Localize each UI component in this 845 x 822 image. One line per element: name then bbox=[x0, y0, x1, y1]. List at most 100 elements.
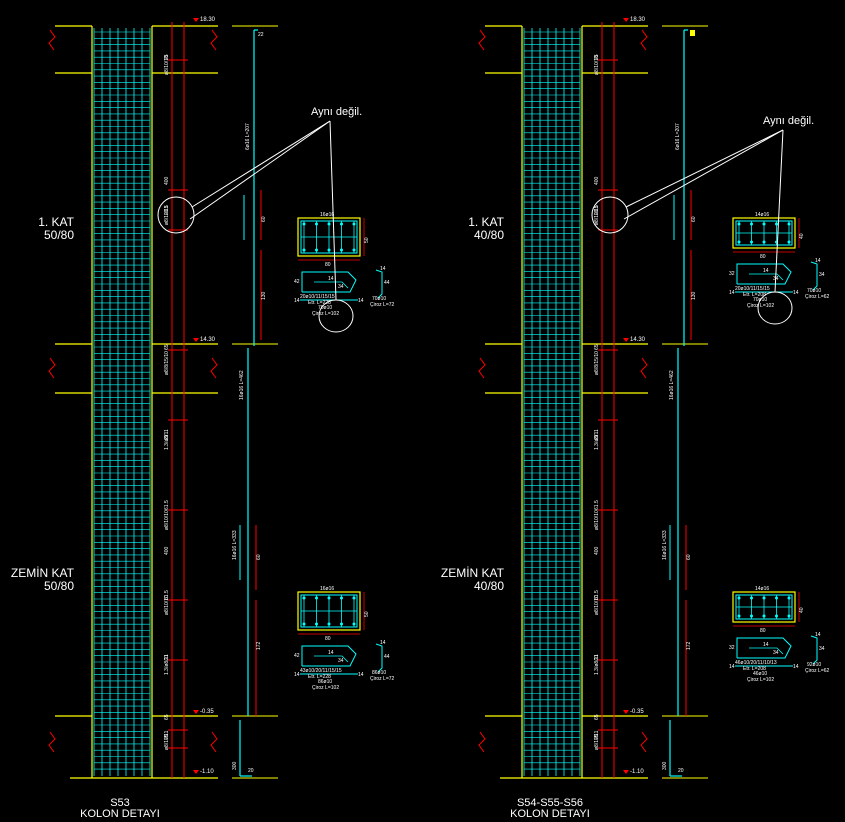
rebar-dot bbox=[327, 596, 331, 600]
rebar-dot bbox=[750, 614, 753, 618]
stirrup-shape bbox=[301, 645, 357, 667]
break-mark bbox=[48, 29, 56, 51]
vertical-dim-label: 400 bbox=[594, 546, 600, 555]
break-mark bbox=[640, 731, 648, 753]
cross-tie-length: Çiroz L=102 bbox=[312, 311, 339, 317]
shape-dim: 34 bbox=[338, 284, 344, 290]
bar-dim-value: 130 bbox=[691, 291, 697, 300]
rebar-dot bbox=[762, 240, 766, 244]
level-label: -0.35 bbox=[630, 709, 644, 715]
shape-dim: 44 bbox=[384, 280, 390, 286]
vertical-dim-label: 21 bbox=[164, 654, 170, 660]
shape-dim: 14 bbox=[294, 298, 300, 304]
bar-label: 16ø16 L=333 bbox=[662, 530, 668, 560]
rebar-dot bbox=[315, 622, 318, 626]
bar-dim-value: 130 bbox=[261, 291, 267, 300]
shape-dim: 14 bbox=[793, 290, 799, 296]
rebar-dot bbox=[737, 222, 741, 226]
break-mark bbox=[640, 357, 648, 379]
callout-leader bbox=[623, 129, 784, 220]
section-outline bbox=[297, 591, 361, 631]
bar-bottom-dim: 300 bbox=[232, 761, 238, 770]
vertical-dim-label: 75 bbox=[594, 734, 600, 740]
vertical-dim-label: ø8/10/11 bbox=[594, 205, 600, 225]
section-depth: 50 bbox=[364, 611, 370, 617]
vertical-dim-label: ø8/10/10 bbox=[594, 595, 600, 615]
bar-dim-value: 60 bbox=[256, 554, 262, 560]
rebar-dot bbox=[352, 222, 356, 226]
callout-leader bbox=[329, 120, 337, 301]
cross-tie-label: 86ø10 bbox=[318, 679, 332, 685]
break-mark bbox=[210, 731, 218, 753]
section-width: 80 bbox=[325, 636, 331, 642]
bar-dim-value: 172 bbox=[256, 641, 262, 650]
cross-tie-length: Çiroz L=102 bbox=[747, 303, 774, 309]
stirrup-shape bbox=[736, 263, 792, 285]
stirrup-inner bbox=[749, 273, 784, 281]
shape-dim: 44 bbox=[384, 654, 390, 660]
tie-length: Çiroz L=72 bbox=[370, 676, 395, 682]
cross-tie-label: 70ø10 bbox=[318, 305, 332, 311]
callout-leader bbox=[189, 120, 331, 220]
s54-note: Aynı değil. bbox=[763, 115, 815, 127]
rebar-dot bbox=[787, 596, 791, 600]
rebar-dot bbox=[302, 248, 306, 252]
vertical-dim-label: 21 bbox=[594, 654, 600, 660]
section-bar-count: 14ø16 bbox=[755, 212, 769, 218]
rebar-dot bbox=[340, 622, 343, 626]
section-width: 80 bbox=[760, 628, 766, 634]
shape-dim: 14 bbox=[380, 640, 386, 646]
level-label: -0.35 bbox=[200, 709, 214, 715]
rebar-dot bbox=[302, 596, 306, 600]
shape-dim: 14 bbox=[763, 642, 769, 648]
bar-label: 6ø16 L=207 bbox=[675, 123, 681, 150]
s54-floor-1-name: 1. KAT bbox=[468, 215, 504, 229]
s53-floor-1-size: 50/80 bbox=[43, 228, 74, 242]
level-marker-icon bbox=[623, 710, 629, 714]
tie-length: Çiroz L=62 bbox=[805, 294, 830, 300]
vertical-dim-label: ø8/10/11 bbox=[594, 730, 600, 750]
callout-leader bbox=[191, 120, 331, 208]
section-depth: 50 bbox=[364, 237, 370, 243]
bar-top-dim: 22 bbox=[258, 32, 264, 38]
vertical-dim-label: 1.3/ø8/11 bbox=[164, 654, 170, 675]
vertical-dim-label: ø8/10/11 bbox=[164, 205, 170, 225]
stirrup-length: Etr. L=208 bbox=[743, 292, 766, 298]
rebar-dot bbox=[787, 614, 791, 618]
shape-dim: 34 bbox=[819, 646, 825, 652]
bar-label: 16ø16 L=462 bbox=[239, 370, 245, 400]
rebar-dot bbox=[737, 614, 741, 618]
rebar-dot bbox=[762, 222, 766, 226]
level-marker-icon bbox=[193, 770, 199, 774]
level-marker-icon bbox=[193, 338, 199, 342]
rebar-dot bbox=[315, 222, 318, 226]
s54-title: S54-S55-S56 bbox=[516, 797, 584, 809]
tie-length: Çiroz L=62 bbox=[805, 668, 830, 674]
rebar-dot bbox=[787, 240, 791, 244]
callout-leader bbox=[774, 129, 784, 293]
rebar-dot bbox=[302, 622, 306, 626]
tie-shape bbox=[375, 269, 383, 299]
shape-dim: 14 bbox=[763, 268, 769, 274]
rebar-dot bbox=[302, 222, 306, 226]
shape-dim: 34 bbox=[819, 272, 825, 278]
s53-subtitle: KOLON DETAYI bbox=[80, 808, 160, 820]
shape-dim: 14 bbox=[815, 632, 821, 638]
break-mark bbox=[210, 357, 218, 379]
level-label: 18.30 bbox=[200, 17, 216, 23]
rebar-dot bbox=[737, 240, 741, 244]
section-bar-count: 16ø16 bbox=[320, 586, 334, 592]
rebar-dot bbox=[340, 222, 343, 226]
vertical-dim-label: 61.5 bbox=[164, 500, 170, 510]
stirrup-label: 46ø10/20/11/10/13 bbox=[735, 660, 777, 666]
vertical-dim-label: ø8/10/10 bbox=[164, 510, 170, 530]
rebar-dot bbox=[750, 596, 753, 600]
rebar-dot bbox=[775, 614, 778, 618]
rebar-dot bbox=[327, 222, 331, 226]
vertical-dim-label: 21.5 bbox=[164, 205, 170, 215]
vertical-dim-label: 400 bbox=[594, 176, 600, 185]
vertical-dim-label: ø8/8/15/10 bbox=[164, 351, 170, 375]
